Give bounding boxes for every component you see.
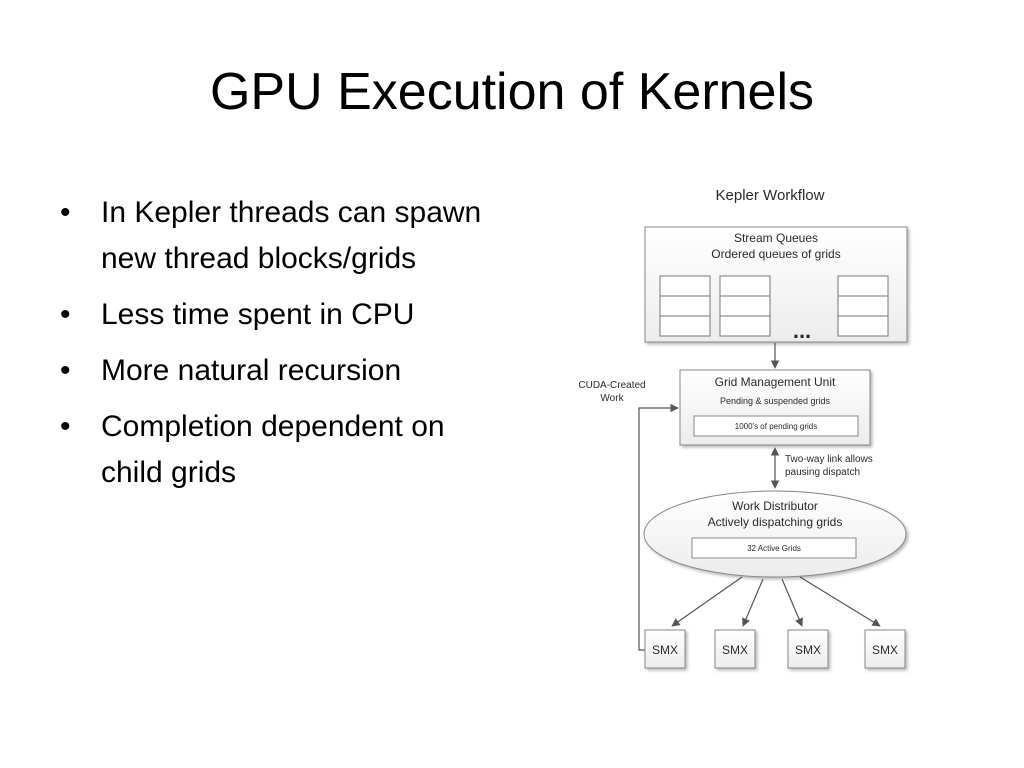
cuda-created-work-loop-arrow [638, 403, 679, 651]
queue-column [837, 275, 889, 337]
dispatch-arrow [671, 576, 743, 627]
smx-label: SMX [652, 643, 678, 657]
bullet-item: • In Kepler threads can spawn new thread … [60, 190, 490, 282]
gmu-inner-label: 1000's of pending grids [735, 422, 817, 431]
bullet-glyph: • [60, 298, 71, 331]
work-distributor-inner-label: 32 Active Grids [747, 544, 801, 553]
two-way-link-label-line2: pausing dispatch [785, 467, 860, 478]
slide-title: GPU Execution of Kernels [209, 63, 815, 121]
smx-label: SMX [872, 643, 898, 657]
bullet-item: • More natural recursion [60, 348, 490, 394]
smx-unit: SMX [644, 629, 686, 669]
bullet-glyph: • [60, 410, 71, 443]
stream-queues-subtitle: Ordered queues of grids [711, 247, 840, 261]
dispatch-arrow [742, 578, 764, 627]
stream-queues-title: Stream Queues [734, 231, 818, 245]
queue-column [719, 275, 771, 337]
bullet-list: • In Kepler threads can spawn new thread … [60, 190, 490, 506]
kepler-workflow-diagram: Kepler Workflow Stream Queues Ordered qu… [578, 187, 908, 669]
bullet-text: In Kepler threads can spawn new thread b… [101, 196, 482, 275]
smx-unit: SMX [714, 629, 756, 669]
dispatch-arrow [781, 578, 803, 627]
work-distributor-subtitle: Actively dispatching grids [708, 515, 843, 529]
smx-label: SMX [722, 643, 748, 657]
cuda-created-work-label-line1: CUDA-Created [578, 380, 645, 391]
work-distributor-title: Work Distributor [732, 499, 818, 513]
bullet-glyph: • [60, 196, 71, 229]
two-way-link-label-line1: Two-way link allows [785, 454, 873, 465]
stream-queues-box: Stream Queues Ordered queues of grids ..… [644, 226, 908, 343]
cuda-created-work-label-line2: Work [600, 393, 624, 404]
smx-label: SMX [795, 643, 821, 657]
gmu-subtitle: Pending & suspended grids [720, 396, 831, 406]
diagram-title: Kepler Workflow [716, 187, 825, 204]
smx-unit: SMX [787, 629, 829, 669]
queue-ellipsis: ... [793, 318, 811, 343]
queue-column [659, 275, 711, 337]
bullet-glyph: • [60, 354, 71, 387]
smx-unit: SMX [864, 629, 906, 669]
bullet-text: Completion dependent on child grids [101, 410, 445, 489]
gmu-title: Grid Management Unit [715, 375, 836, 389]
work-distributor-ellipse: Work Distributor Actively dispatching gr… [643, 490, 907, 578]
dispatch-arrow [799, 576, 881, 627]
bullet-item: • Less time spent in CPU [60, 292, 490, 338]
bullet-text: More natural recursion [101, 354, 402, 387]
grid-management-unit-box: Grid Management Unit Pending & suspended… [679, 369, 871, 446]
bullet-item: • Completion dependent on child grids [60, 404, 490, 496]
bullet-text: Less time spent in CPU [101, 298, 415, 331]
